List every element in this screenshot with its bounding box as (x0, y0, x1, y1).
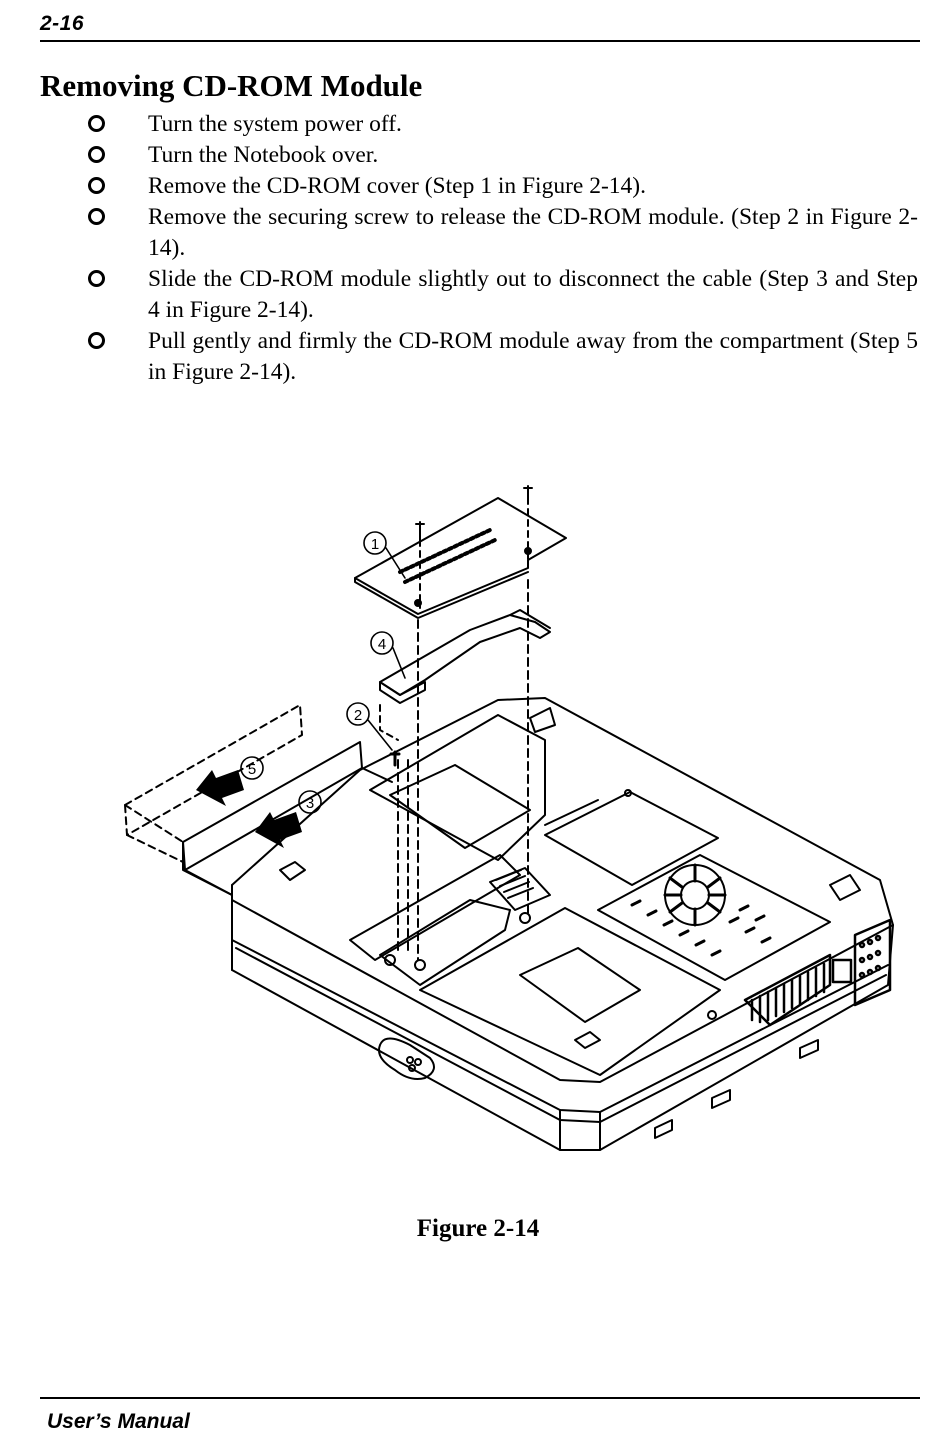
step-list: Turn the system power off. Turn the Note… (88, 109, 918, 388)
list-item: Slide the CD-ROM module slightly out to … (88, 264, 918, 326)
bullet-circle-icon (88, 115, 105, 132)
callout-label-5: 5 (248, 761, 256, 778)
callout-label-1: 1 (371, 536, 379, 553)
page-number: 2-16 (40, 12, 85, 35)
list-item: Remove the securing screw to release the… (88, 202, 918, 264)
list-item: Pull gently and firmly the CD-ROM module… (88, 326, 918, 388)
bullet-circle-icon (88, 270, 105, 287)
step-text: Turn the Notebook over. (148, 142, 379, 168)
list-item: Turn the Notebook over. (88, 140, 918, 171)
step-text: Remove the CD-ROM cover (Step 1 in Figur… (148, 173, 646, 199)
securing-screw (389, 750, 401, 767)
footer-title: User’s Manual (47, 1410, 190, 1433)
list-item: Turn the system power off. (88, 109, 918, 140)
callouts (240, 531, 406, 814)
section-title: Removing CD-ROM Module (40, 68, 423, 103)
memory-cover (419, 907, 721, 1076)
footer-rule (40, 1397, 920, 1399)
list-item: Remove the CD-ROM cover (Step 1 in Figur… (88, 171, 918, 202)
step-text: Pull gently and firmly the CD-ROM module… (148, 328, 918, 385)
fan-cover (597, 854, 831, 981)
bullet-circle-icon (88, 146, 105, 163)
callout-label-3: 3 (306, 795, 314, 812)
notebook-body (231, 697, 894, 1151)
cd-rom-cable (379, 609, 551, 704)
bullet-circle-icon (88, 332, 105, 349)
bullet-circle-icon (88, 177, 105, 194)
figure-caption: Figure 2-14 (416, 1215, 540, 1242)
header-rule (40, 40, 920, 42)
callout-label-4: 4 (378, 636, 386, 653)
step-text: Turn the system power off. (148, 111, 402, 137)
callout-label-2: 2 (354, 707, 362, 724)
side-vent (743, 918, 892, 1027)
rear-panel (529, 707, 861, 901)
cd-rom-module (124, 704, 393, 896)
pull-arrows (196, 770, 302, 848)
cd-rom-bay (279, 714, 551, 986)
step-text: Slide the CD-ROM module slightly out to … (148, 266, 918, 323)
step-text: Remove the securing screw to release the… (148, 204, 918, 261)
bullet-circle-icon (88, 208, 105, 225)
cd-rom-cover (354, 485, 567, 961)
